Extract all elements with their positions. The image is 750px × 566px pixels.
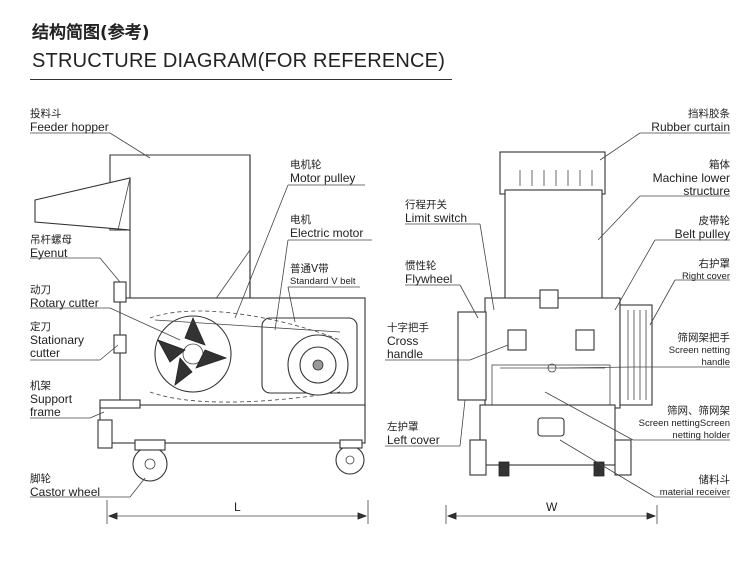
label-cross-handle-cn: 十字把手 [387, 321, 429, 334]
label-flywheel-en: Flywheel [405, 272, 452, 286]
label-material-receiver-en: material receiver [660, 487, 730, 498]
rubber-curtain-box [499, 151, 606, 195]
label-v-belt-en: Standard V belt [290, 276, 356, 287]
label-motor-pulley-en: Motor pulley [290, 171, 355, 185]
dimension-w: W [445, 500, 658, 524]
label-stationary-cutter-cn: 定刀 [30, 320, 51, 333]
cross-handle-left [507, 329, 527, 351]
side-view-drawing [34, 154, 366, 482]
label-castor-wheel-en: Castor wheel [30, 485, 100, 499]
label-rubber-curtain-cn: 挡料胶条 [688, 107, 730, 120]
front-view-leaders [385, 132, 730, 498]
machine-lower-structure-box [504, 189, 603, 301]
eyenut-part [113, 281, 127, 303]
label-feeder-hopper-cn: 投料斗 [30, 107, 62, 120]
label-rotary-cutter-en: Rotary cutter [30, 296, 99, 310]
left-cover-panel [457, 311, 487, 401]
label-cross-handle-en-1: Cross [387, 334, 418, 348]
castor-wheel-left [132, 446, 168, 482]
label-screen-holder-cn: 筛网、筛网架 [667, 404, 730, 417]
label-motor-pulley-cn: 电机轮 [290, 158, 322, 171]
label-right-cover-en: Right cover [682, 271, 730, 282]
label-rubber-curtain-en: Rubber curtain [651, 120, 730, 134]
label-electric-motor-cn: 电机 [290, 213, 311, 226]
label-left-cover-en: Left cover [387, 433, 440, 447]
label-limit-switch-en: Limit switch [405, 211, 467, 225]
label-feeder-hopper-en: Feeder hopper [30, 120, 109, 134]
title-chinese: 结构简图(参考) [32, 23, 150, 43]
side-view-labels: 投料斗 Feeder hopper 吊杆螺母 Eyenut 动刀 Rotary … [30, 107, 363, 499]
label-flywheel-cn: 惯性轮 [405, 259, 437, 272]
label-left-cover-cn: 左护罩 [387, 420, 419, 433]
label-machine-lower-cn: 箱体 [709, 158, 730, 171]
label-eyenut-en: Eyenut [30, 246, 68, 260]
front-view-drawing [457, 151, 653, 477]
hopper-flap [34, 177, 131, 231]
dimension-w-label: W [546, 500, 558, 514]
right-cover-panel [619, 304, 653, 406]
stationary-cutter-part [113, 334, 127, 354]
side-view-leaders [30, 132, 372, 498]
title-english: STRUCTURE DIAGRAM(FOR REFERENCE) [32, 50, 446, 72]
label-machine-lower-en-1: Machine lower [653, 171, 730, 185]
label-belt-pulley-cn: 皮带轮 [699, 214, 731, 227]
label-right-cover-cn: 右护罩 [699, 257, 731, 270]
label-support-frame-en-2: frame [30, 405, 61, 419]
front-body [484, 297, 621, 409]
title-underline [30, 79, 452, 80]
label-limit-switch-cn: 行程开关 [405, 198, 447, 211]
label-electric-motor-en: Electric motor [290, 226, 363, 240]
label-material-receiver-cn: 储料斗 [699, 473, 731, 486]
label-rotary-cutter-cn: 动刀 [30, 284, 51, 296]
label-eyenut-cn: 吊杆螺母 [30, 233, 72, 246]
support-frame-base [99, 404, 366, 444]
dimension-l: L [106, 500, 369, 524]
label-support-frame-cn: 机架 [30, 379, 51, 392]
label-machine-lower-en-2: structure [683, 184, 730, 198]
label-cross-handle-en-2: handle [387, 347, 423, 361]
label-castor-wheel-cn: 脚轮 [30, 472, 51, 485]
label-screen-holder-en-1: Screen nettingScreen [639, 418, 730, 429]
label-support-frame-en-1: Support [30, 392, 73, 406]
cross-handle-right [575, 329, 595, 351]
label-screen-handle-en-1: Screen netting [669, 345, 730, 356]
label-screen-handle-en-2: handle [701, 357, 730, 368]
label-stationary-cutter-en-2: cutter [30, 346, 60, 360]
label-belt-pulley-en: Belt pulley [675, 227, 730, 241]
label-screen-handle-cn: 筛网架把手 [678, 331, 731, 344]
cutting-rotor [154, 315, 232, 393]
dimension-l-label: L [234, 500, 241, 514]
feeder-hopper-body [109, 154, 251, 301]
front-view-labels: 行程开关 Limit switch 惯性轮 Flywheel 十字把手 Cros… [387, 107, 730, 498]
label-stationary-cutter-en-1: Stationary [30, 333, 84, 347]
label-v-belt-cn: 普通V带 [290, 262, 329, 275]
castor-wheel-right [335, 445, 365, 475]
label-screen-holder-en-2: netting holder [672, 430, 730, 441]
